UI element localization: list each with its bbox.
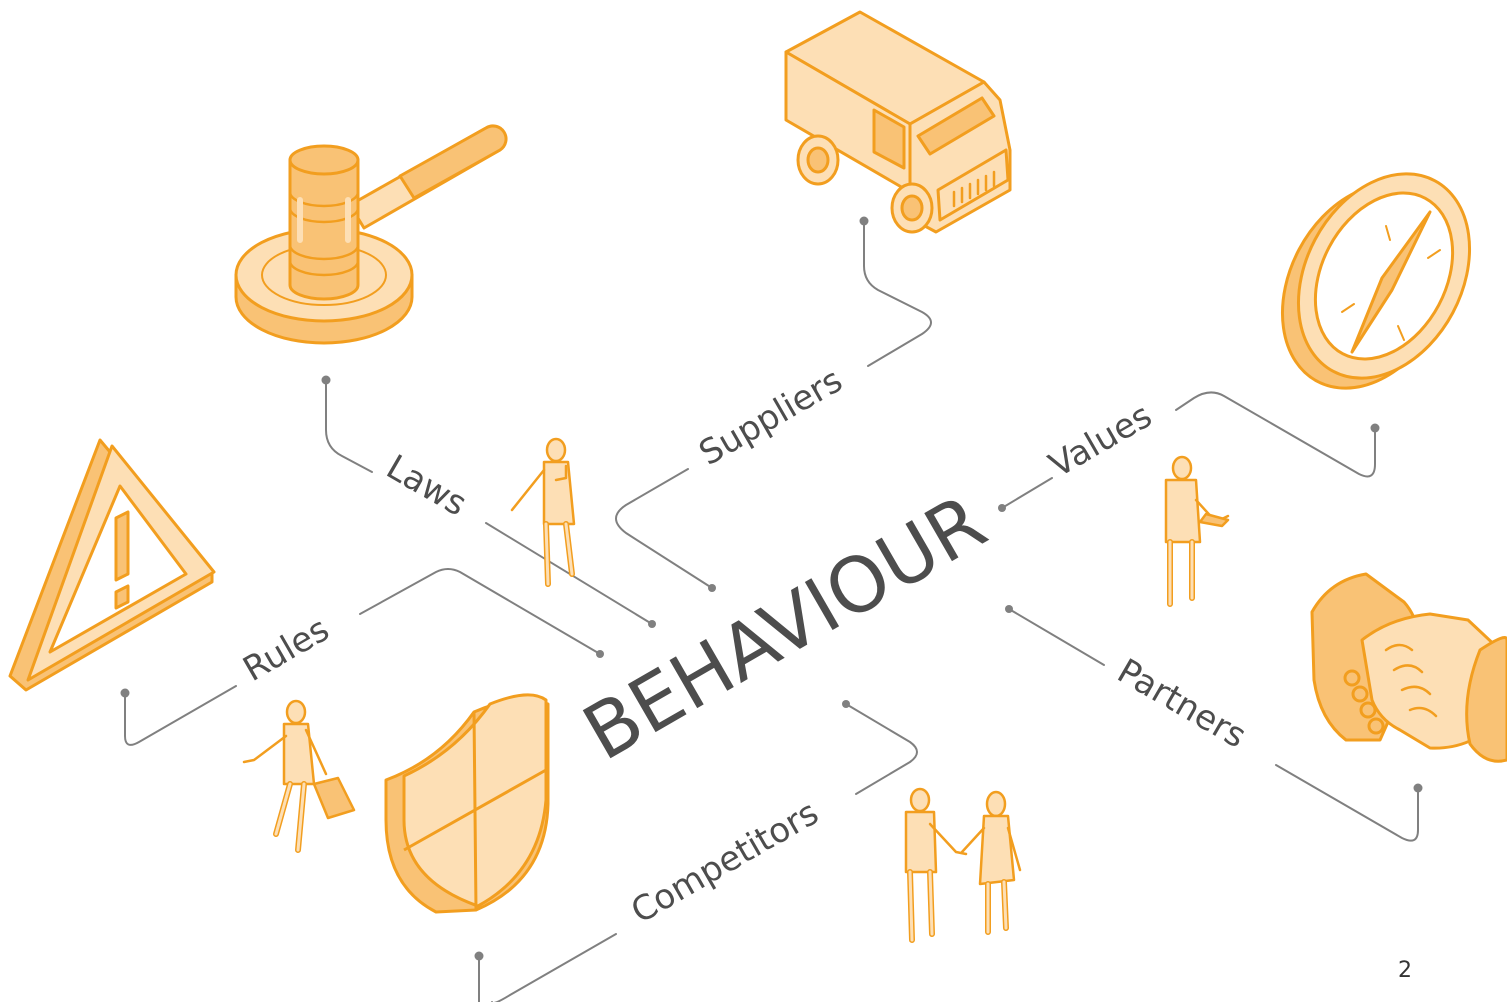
connector-suppliers-inner bbox=[615, 468, 713, 589]
people-handshake-icon bbox=[904, 787, 1022, 943]
connector-partners bbox=[1008, 608, 1105, 666]
handshake-icon bbox=[1310, 572, 1507, 763]
label-rules: Rules bbox=[237, 609, 336, 690]
connector-rules-inner bbox=[359, 568, 601, 655]
person-tablet-icon bbox=[1164, 455, 1230, 607]
gavel-icon bbox=[234, 124, 508, 345]
connector-dots bbox=[120, 216, 1423, 961]
connector-laws bbox=[325, 379, 373, 473]
person-briefcase-icon bbox=[242, 699, 356, 853]
connectors bbox=[124, 220, 1419, 1002]
label-laws: Laws bbox=[380, 447, 474, 524]
connector-competitors bbox=[845, 703, 918, 795]
connector-suppliers bbox=[863, 220, 932, 367]
connector-partners-inner bbox=[1275, 764, 1419, 842]
label-partners: Partners bbox=[1111, 651, 1253, 756]
connector-rules bbox=[124, 685, 237, 746]
label-values: Values bbox=[1043, 396, 1159, 486]
diagram-title: BEHAVIOUR bbox=[569, 477, 1001, 778]
connector-competitors-inner bbox=[491, 933, 617, 1002]
label-competitors: Competitors bbox=[625, 793, 826, 932]
connector-values-inner bbox=[1001, 477, 1053, 509]
shield-icon bbox=[384, 693, 550, 914]
delivery-van-icon bbox=[784, 10, 1012, 234]
connector-values bbox=[1175, 391, 1376, 478]
compass-icon bbox=[1280, 172, 1472, 390]
label-suppliers: Suppliers bbox=[693, 360, 850, 474]
person-phone-icon bbox=[510, 437, 576, 587]
page-number: 2 bbox=[1398, 958, 1412, 983]
warning-triangle-icon bbox=[8, 438, 216, 692]
